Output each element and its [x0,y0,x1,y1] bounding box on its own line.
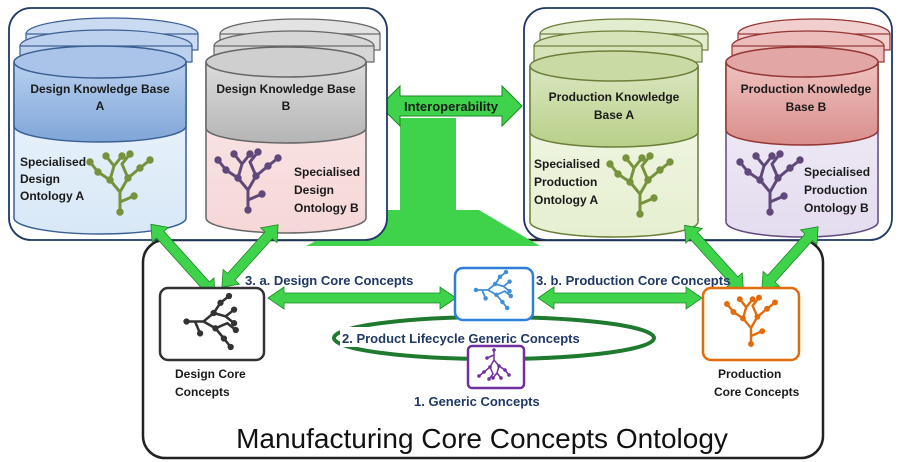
production-onto-b-line3: Ontology B [804,201,869,215]
production-kb-b-title: Production Knowledge [741,82,872,96]
production-kb-a-title: Production Knowledge [549,90,680,104]
production-kb-b [725,18,891,238]
production-kb-a-subtitle: Base A [594,108,635,122]
design-core-node [158,286,266,362]
production-onto-a-line3: Ontology A [534,193,599,207]
design-kb-a-subtitle: A [96,99,105,113]
production-onto-b-line2: Production [804,183,867,197]
design-onto-b-line1: Specialised [294,165,360,179]
core-concepts-node [453,266,535,322]
production-core-node [701,286,801,362]
design-kb-b-subtitle: B [282,99,291,113]
production-kb-b-subtitle: Base B [786,100,827,114]
design-kb-b [205,18,381,234]
design-kb-b-title: Design Knowledge Base [216,82,356,96]
generic-concepts-node [466,344,526,390]
design-kb-a-title: Design Knowledge Base [30,82,170,96]
ontology-title: Manufacturing Core Concepts Ontology [236,423,728,454]
design-core-line2: Concepts [175,385,230,399]
generic-concepts-label: 1. Generic Concepts [414,394,540,409]
production-core-link-label: 3. b. Production Core Concepts [536,273,730,288]
production-core-line2: Core Concepts [714,385,800,399]
design-onto-b-line2: Design [294,183,334,197]
design-onto-a-line3: Ontology A [20,189,85,203]
design-onto-a-line1: Specialised [20,155,86,169]
production-core-line1: Production [718,367,781,381]
design-onto-b-line3: Ontology B [294,201,359,215]
production-onto-b-line1: Specialised [804,165,870,179]
design-core-link-label: 3. a. Design Core Concepts [245,273,413,288]
production-onto-a-line1: Specialised [534,157,600,171]
design-onto-a-line2: Design [20,172,60,186]
design-kb-a [13,17,199,235]
lifecycle-label: 2. Product Lifecycle Generic Concepts [342,331,580,346]
design-b-link-arrow [221,224,279,288]
production-kb-a [529,18,709,238]
production-onto-a-line2: Production [534,175,597,189]
interoperability-arrow [379,84,523,128]
production-b-link-arrow [761,226,819,290]
design-core-line1: Design Core [175,367,246,381]
interoperability-label: Interoperability [404,99,499,114]
